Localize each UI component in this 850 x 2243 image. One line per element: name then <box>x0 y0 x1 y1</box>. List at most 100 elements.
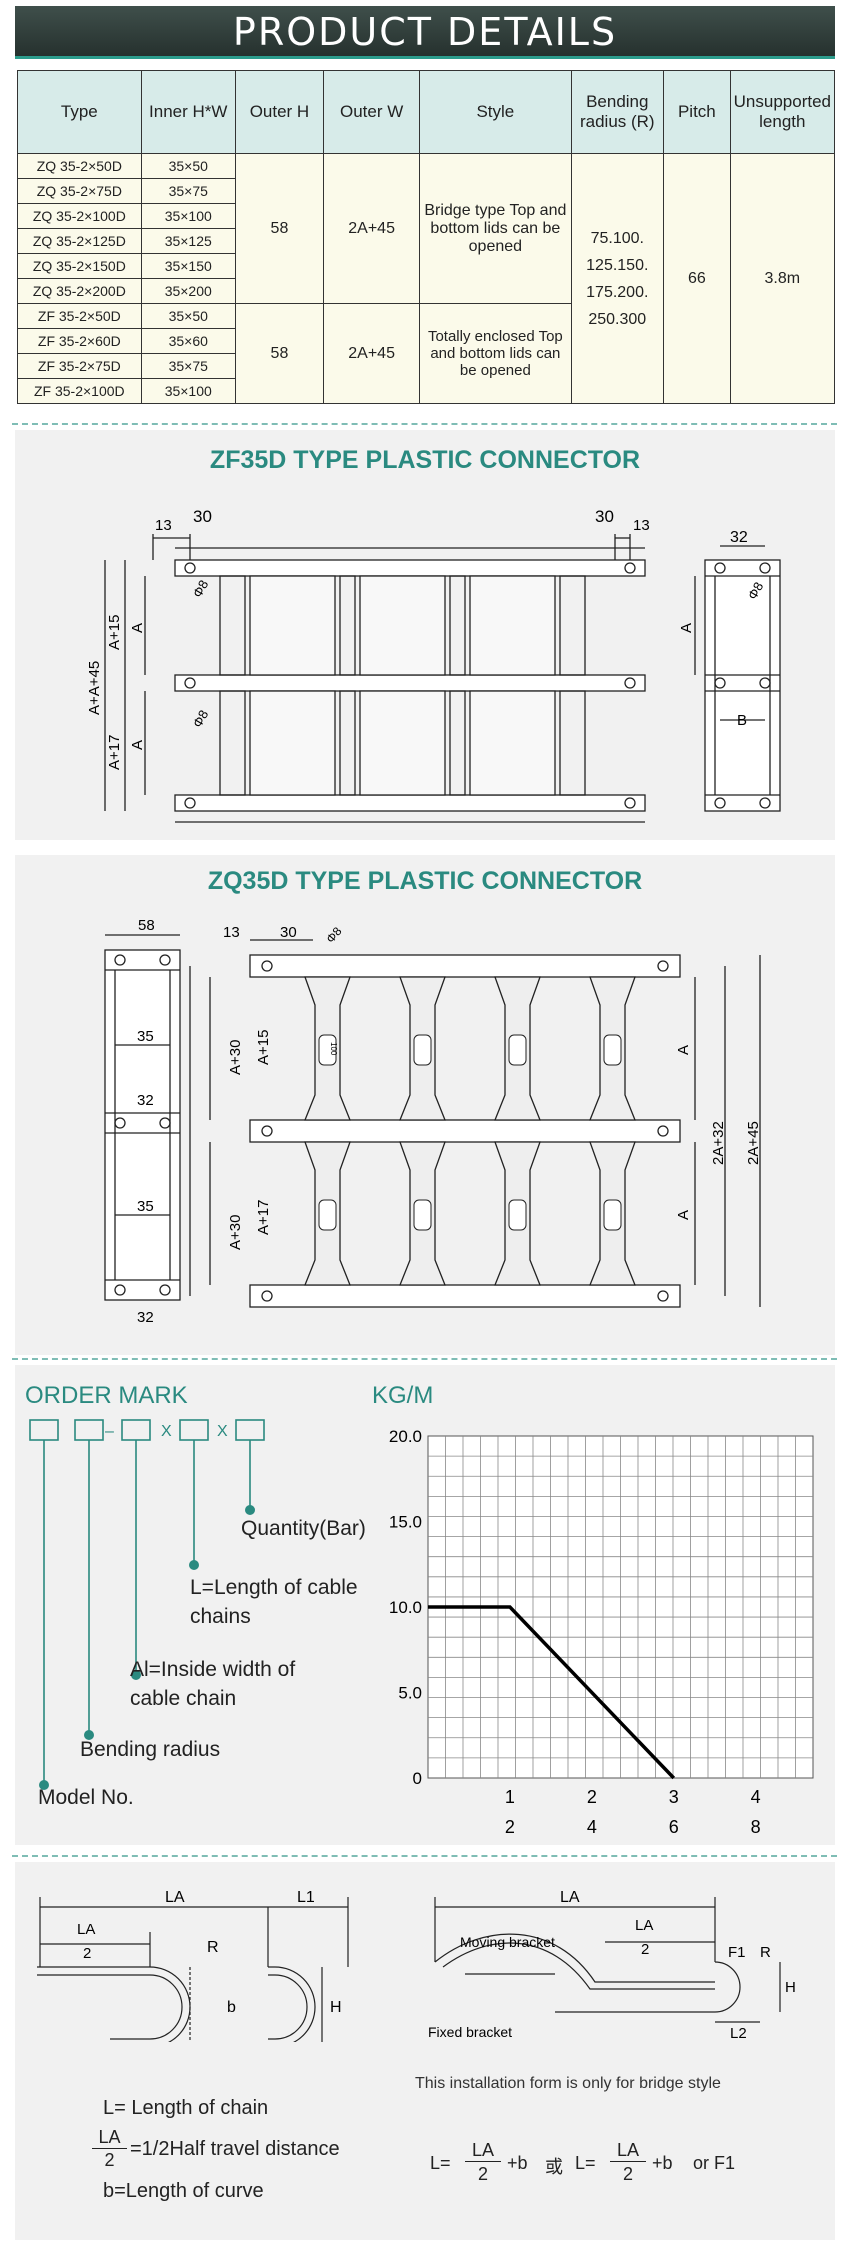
x-tick-label-secondary: 4 <box>587 1817 597 1837</box>
cell-type: ZF 35-2×50D <box>17 303 142 329</box>
dim-a2: A <box>129 740 146 750</box>
divider <box>12 1358 837 1360</box>
installation-diagram: LA LA 2 L1 R b H LA LA 2 Moving bracket … <box>37 1889 796 2042</box>
x-tick-label: 4 <box>751 1787 761 1807</box>
zq-drawing: 100 58 35 32 35 32 13 30 Φ8 A+30 A+15 A+… <box>104 917 762 1326</box>
dim-a15: A+15 <box>106 615 123 650</box>
install-right-la-num: LA <box>635 1917 653 1934</box>
install-left-b: b <box>227 1999 236 2016</box>
install-right-f1: F1 <box>728 1944 746 1961</box>
y-tick-label: 15.0 <box>389 1513 422 1532</box>
legend-frac-den: 2 <box>104 2150 115 2170</box>
x-tick-label-secondary: 6 <box>669 1817 679 1837</box>
dim-a3: A <box>678 623 695 633</box>
table-row: ZQ 35-2×50D 35×50 58 2A+45 Bridge type T… <box>17 153 836 404</box>
cell-zf-style: Totally enclosed Top and bottom lids can… <box>419 303 572 404</box>
order-mark-title: ORDER MARK <box>25 1382 188 1409</box>
dim-phi8-b: Φ8 <box>190 707 212 730</box>
install-left-la-den: 2 <box>83 1945 91 1962</box>
dim-a30b: A+30 <box>227 1215 244 1250</box>
cell-bending-radius: 75.100. 125.150. 175.200. 250.300 <box>570 153 665 404</box>
cell-zq-outer-w: 2A+45 <box>323 153 421 304</box>
cell-inner: 35×75 <box>140 353 236 379</box>
spec-table: Type Inner H*W Outer H Outer W Style Ben… <box>17 70 836 404</box>
chart-title: KG/M <box>372 1382 434 1409</box>
th-outer-h: Outer H <box>234 70 325 154</box>
x-tick-label-secondary: 2 <box>505 1817 515 1837</box>
cell-inner: 35×200 <box>140 278 236 304</box>
cell-type: ZQ 35-2×150D <box>17 253 142 279</box>
cell-type: ZQ 35-2×200D <box>17 278 142 304</box>
table-row: ZF 35-2×50D 35×50 58 2A+45 Totally enclo… <box>17 303 835 404</box>
dim-2a45: 2A+45 <box>745 1121 762 1165</box>
dim-13b: 13 <box>633 517 650 534</box>
zq-section: ZQ35D TYPE PLASTIC CONNECTOR <box>15 855 835 1355</box>
y-tick-label: 10.0 <box>389 1598 422 1617</box>
dim-13a: 13 <box>155 517 172 534</box>
order-label-model: Model No. <box>38 1786 134 1809</box>
dim-a17: A+17 <box>106 735 123 770</box>
legend-frac-num: LA <box>92 2127 127 2149</box>
dim-35b: 35 <box>137 1198 154 1215</box>
install-right-la: LA <box>560 1889 580 1906</box>
dim-35a: 35 <box>137 1028 154 1045</box>
legend-b: b=Length of curve <box>103 2180 264 2202</box>
install-left-la: LA <box>165 1889 185 1906</box>
formula-la2: LA <box>610 2140 646 2162</box>
dim-a17: A+17 <box>255 1200 272 1235</box>
install-right-h: H <box>785 1979 796 1996</box>
dim-a30a: A+30 <box>227 1040 244 1075</box>
dim-30: 30 <box>280 924 297 941</box>
zf-title: ZF35D TYPE PLASTIC CONNECTOR <box>209 446 641 474</box>
cell-type: ZQ 35-2×125D <box>17 228 142 254</box>
legend-l: L= Length of chain <box>103 2097 269 2119</box>
formula-la1: LA <box>465 2140 501 2162</box>
formula-d1: 2 <box>477 2164 488 2184</box>
cell-inner: 35×100 <box>140 203 236 229</box>
formula-pb1: +b <box>507 2153 528 2173</box>
cell-inner: 35×60 <box>140 328 236 354</box>
formula-or-cn: 或 <box>545 2157 563 2177</box>
formula-d2: 2 <box>622 2164 633 2184</box>
order-mark-diagram: – X X <box>29 1419 265 1790</box>
dim-32b: 32 <box>137 1309 154 1326</box>
x-tick-label: 1 <box>505 1787 515 1807</box>
cell-inner: 35×50 <box>140 153 236 179</box>
cell-zf-outer-w: 2A+45 <box>323 303 421 404</box>
table-header-row: Type Inner H*W Outer H Outer W Style Ben… <box>17 70 836 154</box>
th-inner: Inner H*W <box>140 70 236 154</box>
cell-zf-outer-h: 58 <box>234 303 325 404</box>
x-tick-label: 2 <box>587 1787 597 1807</box>
cell-inner: 35×150 <box>140 253 236 279</box>
cell-zq-outer-h: 58 <box>234 153 325 304</box>
cell-unsupported: 3.8m <box>729 153 836 404</box>
y-tick-label: 20.0 <box>389 1427 422 1446</box>
dim-a1: A <box>129 623 146 633</box>
zf-drawing: 13 30 30 13 32 Φ8 Φ8 Φ8 A+A+45 A+15 A+17… <box>86 507 781 823</box>
x-tick-label: 3 <box>669 1787 679 1807</box>
dim-13: 13 <box>223 924 240 941</box>
install-fixed-bracket: Fixed bracket <box>428 2024 512 2040</box>
dim-30b: 30 <box>595 507 614 526</box>
zq-mark: 100 <box>329 1042 338 1056</box>
formula-pb2: +b <box>652 2153 673 2173</box>
cell-type: ZF 35-2×60D <box>17 328 142 354</box>
th-unsupported: Unsupported length <box>729 70 836 154</box>
y-tick-label: 5.0 <box>398 1684 422 1703</box>
order-x2: X <box>217 1423 228 1440</box>
th-pitch: Pitch <box>663 70 731 154</box>
dim-phi8: Φ8 <box>323 924 344 946</box>
cell-inner: 35×75 <box>140 178 236 204</box>
dim-b: B <box>737 712 747 729</box>
zq-title: ZQ35D TYPE PLASTIC CONNECTOR <box>207 867 643 895</box>
order-label-width: Al=Inside width of cable chain <box>130 1658 296 1710</box>
dim-a2: A <box>675 1210 692 1220</box>
install-left-l1: L1 <box>297 1889 315 1906</box>
dim-2a32: 2A+32 <box>710 1121 727 1165</box>
formula-l2: L= <box>575 2153 596 2173</box>
